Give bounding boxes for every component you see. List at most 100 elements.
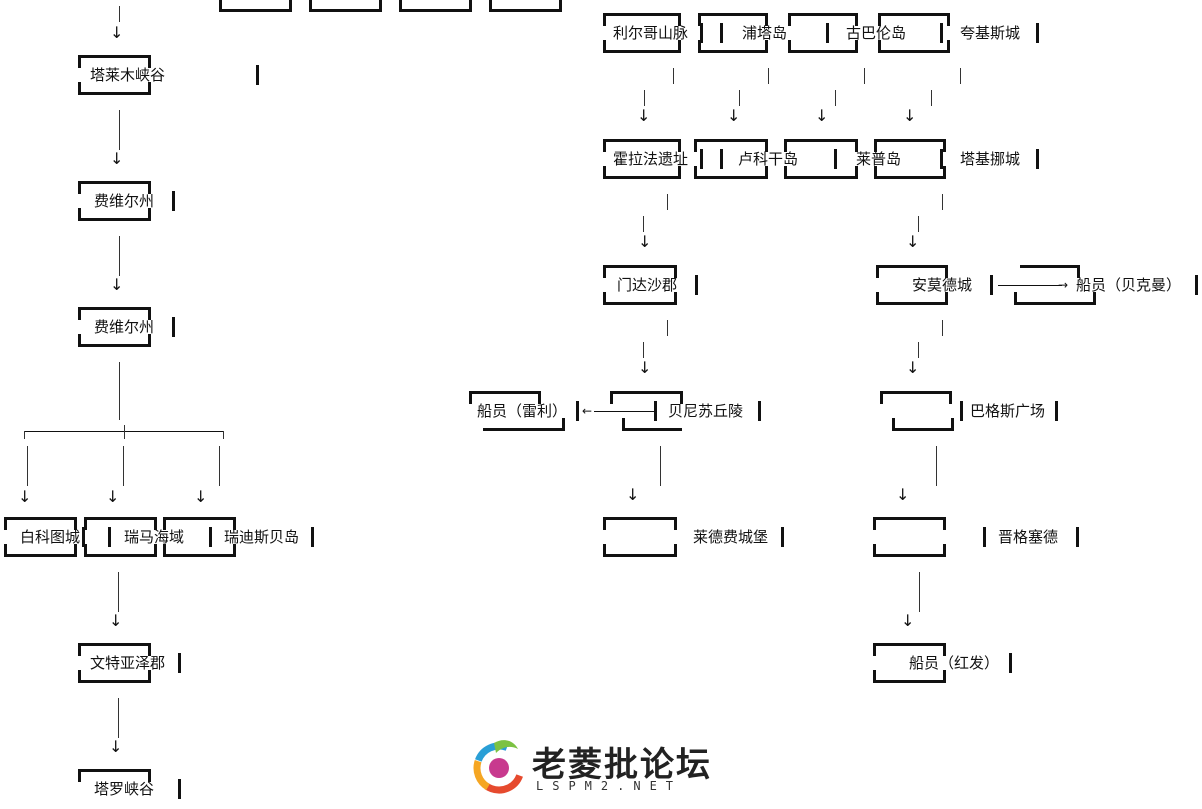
connector-line xyxy=(119,362,120,420)
connector-line xyxy=(918,216,919,232)
arrow-down-icon: ↓ xyxy=(194,487,208,506)
connector-line xyxy=(118,572,119,612)
connector-line xyxy=(660,446,661,486)
node-label: 利尔哥山脉 xyxy=(613,24,689,42)
connector-line xyxy=(124,425,125,439)
arrow-down-icon: ↓ xyxy=(110,23,124,42)
logo-emblem-icon xyxy=(473,740,525,794)
connector-line xyxy=(118,698,119,738)
node-lrgs: 利尔哥山脉 xyxy=(603,13,703,53)
node-cy-hf: 船员（红发） xyxy=(873,643,1015,683)
node-label: 莱普岛 xyxy=(856,150,902,168)
connector-line xyxy=(768,68,769,84)
connector-line xyxy=(24,431,25,439)
node-label: 安莫德城 xyxy=(912,276,973,294)
arrow-down-icon: ↓ xyxy=(110,275,124,294)
node-lpd: 莱普岛 xyxy=(784,139,901,179)
node-label: 塔莱木峡谷 xyxy=(90,66,166,84)
node-amdc: 安莫德城 xyxy=(876,265,996,305)
arrow-down-icon: ↓ xyxy=(903,106,917,125)
node-label: 船员（红发） xyxy=(909,654,1000,672)
arrow-down-icon: ↓ xyxy=(815,106,829,125)
node-label: 浦塔岛 xyxy=(742,24,788,42)
node-fwz1: 费维尔州 xyxy=(78,181,178,221)
arrow-down-icon: ↓ xyxy=(110,149,124,168)
node-label: 古巴伦岛 xyxy=(846,24,907,42)
connector-line xyxy=(667,194,668,210)
connector-line xyxy=(942,194,943,210)
node-rdsb: 瑞迪斯贝岛 xyxy=(163,517,318,557)
arrow-down-icon: ↓ xyxy=(109,611,123,630)
cutoff-box xyxy=(219,0,292,12)
arrow-down-icon: ↓ xyxy=(896,485,910,504)
connector-line xyxy=(667,320,668,336)
connector-line xyxy=(673,68,674,84)
connector-line xyxy=(960,68,961,84)
connector-line xyxy=(739,90,740,106)
arrow-down-icon: ↓ xyxy=(906,232,920,251)
node-cy-bkm: 船员（贝克曼） xyxy=(1014,265,1200,305)
connector-line xyxy=(835,90,836,106)
node-hlf: 霍拉法遗址 xyxy=(603,139,703,179)
connector-line xyxy=(643,342,644,358)
node-label: 莱德费城堡 xyxy=(693,528,769,546)
node-label: 费维尔州 xyxy=(94,318,155,336)
connector-line xyxy=(123,446,124,486)
node-label: 夸基斯城 xyxy=(960,24,1021,42)
arrow-down-icon: ↓ xyxy=(18,487,32,506)
connector-line xyxy=(119,236,120,276)
node-tlxg: 塔罗峡谷 xyxy=(78,769,188,809)
node-label: 卢科干岛 xyxy=(738,150,799,168)
connector-line xyxy=(998,285,1062,286)
cutoff-box xyxy=(309,0,382,12)
arrow-left-icon: ← xyxy=(582,404,593,418)
connector-line xyxy=(119,6,120,22)
node-label: 费维尔州 xyxy=(94,192,155,210)
arrow-down-icon: ↓ xyxy=(109,737,123,756)
node-ldfcb: 莱德费城堡 xyxy=(603,517,788,557)
connector-line xyxy=(594,411,654,412)
node-gblb: 古巴伦岛 xyxy=(788,13,906,53)
arrow-down-icon: ↓ xyxy=(727,106,741,125)
watermark-subtitle: LSPM2.NET xyxy=(536,779,683,793)
node-label: 霍拉法遗址 xyxy=(613,150,689,168)
connector-line xyxy=(219,446,220,486)
arrow-down-icon: ↓ xyxy=(906,358,920,377)
connector-line xyxy=(864,68,865,84)
node-label: 门达沙郡 xyxy=(617,276,678,294)
arrow-down-icon: ↓ xyxy=(638,232,652,251)
node-bnsql: 贝尼苏丘陵 xyxy=(610,391,765,431)
arrow-down-icon: ↓ xyxy=(637,106,651,125)
watermark-logo: 老菱批论坛 LSPM2.NET xyxy=(470,735,740,797)
arrow-down-icon: ↓ xyxy=(626,485,640,504)
node-tjnc: 塔基挪城 xyxy=(874,139,1044,179)
node-fwz2: 费维尔州 xyxy=(78,307,178,347)
connector-line xyxy=(942,320,943,336)
node-tlc: 塔莱木峡谷 xyxy=(78,55,259,95)
connector-line xyxy=(931,90,932,106)
connector-line xyxy=(936,446,937,486)
node-bgsgc: 巴格斯广场 xyxy=(880,391,1060,431)
node-rmh: 瑞马海域 xyxy=(84,517,184,557)
node-kjsc: 夸基斯城 xyxy=(878,13,1043,53)
connector-line xyxy=(918,342,919,358)
arrow-down-icon: ↓ xyxy=(901,611,915,630)
node-label: 贝尼苏丘陵 xyxy=(668,402,744,420)
node-cy-lei: 船员（雷利） xyxy=(469,391,583,431)
connector-line xyxy=(27,446,28,486)
connector-line xyxy=(919,572,920,612)
cutoff-box xyxy=(399,0,472,12)
arrow-down-icon: ↓ xyxy=(638,358,652,377)
arrow-right-icon: → xyxy=(1058,278,1069,292)
connector-line xyxy=(644,90,645,106)
node-label: 塔罗峡谷 xyxy=(94,780,155,798)
arrow-down-icon: ↓ xyxy=(106,487,120,506)
node-ptd: 浦塔岛 xyxy=(698,13,793,53)
node-mdsj: 门达沙郡 xyxy=(603,265,703,305)
node-label: 巴格斯广场 xyxy=(970,402,1046,420)
node-label: 白科图城 xyxy=(20,528,81,546)
cutoff-box xyxy=(489,0,562,12)
node-label: 文特亚泽郡 xyxy=(90,654,166,672)
node-lkg: 卢科干岛 xyxy=(694,139,798,179)
